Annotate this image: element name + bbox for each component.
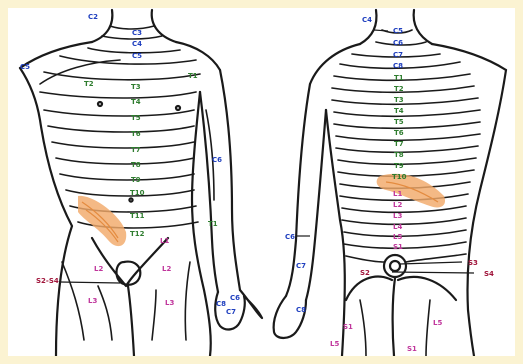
post-label-s3: S3 xyxy=(468,259,478,267)
post-label-c6-arm: C6 xyxy=(285,233,295,241)
ant-label-c3: C3 xyxy=(132,29,142,37)
ant-label-c4: C4 xyxy=(132,40,142,48)
post-label-c8: C8 xyxy=(393,62,403,70)
ant-label-c5: C5 xyxy=(132,52,142,60)
post-label-l5-left: L5 xyxy=(330,340,339,348)
sacral-ring-outer xyxy=(384,255,406,277)
posterior-arm-inner xyxy=(306,110,326,300)
post-label-l2: L2 xyxy=(393,201,402,209)
ant-label-t11: T11 xyxy=(130,212,145,220)
ant-label-t9: T9 xyxy=(131,176,141,184)
ant-label-c7-hand: C7 xyxy=(226,308,236,316)
navel xyxy=(129,198,132,201)
anterior-torso-left xyxy=(20,68,72,356)
post-label-t10: T10 xyxy=(392,173,407,181)
buttock-left xyxy=(346,277,392,300)
ant-label-t6: T6 xyxy=(131,130,141,138)
posterior-torso-left xyxy=(326,110,345,356)
anterior-shoulder-right xyxy=(176,42,220,70)
ant-label-l3-left: L3 xyxy=(88,297,97,305)
post-label-c7: C7 xyxy=(393,51,403,59)
post-label-s1-left: S1 xyxy=(343,323,353,331)
anterior-arm-outer xyxy=(220,70,240,290)
ant-label-t3: T3 xyxy=(131,83,141,91)
buttock-cleft xyxy=(393,278,395,356)
post-label-t8: T8 xyxy=(394,151,404,159)
dermatome-drawing: C2 C3 C4 C5 C5 T2 T1 T3 T4 T5 T6 T7 T8 T… xyxy=(8,8,515,356)
post-label-c7-arm: C7 xyxy=(296,262,306,270)
ant-label-t1-forearm: T1 xyxy=(208,220,218,228)
post-label-t6: T6 xyxy=(394,129,404,137)
anterior-leg-divide xyxy=(128,286,134,356)
ant-label-c8-hand: C8 xyxy=(216,300,226,308)
ant-label-s2-s4: S2-S4 xyxy=(36,277,59,285)
ant-label-c5-arm: C5 xyxy=(20,63,30,71)
ant-label-c2: C2 xyxy=(88,13,98,21)
sacral-ring-inner xyxy=(390,261,400,271)
posterior-dermatome-bands xyxy=(296,30,480,356)
nipple-left xyxy=(98,102,102,106)
post-label-c8-hand: C8 xyxy=(296,306,306,314)
ant-label-t7: T7 xyxy=(131,146,141,154)
ant-label-t2: T2 xyxy=(84,80,94,88)
ant-label-t1-arm: T1 xyxy=(188,72,198,80)
posterior-pain-region xyxy=(377,174,445,208)
post-label-l3: L3 xyxy=(393,212,402,220)
ant-label-l2-right: L2 xyxy=(162,265,171,273)
post-label-s1-spine: S1 xyxy=(393,243,403,251)
ant-label-t5: T5 xyxy=(131,114,141,122)
ant-label-l3-right: L3 xyxy=(165,299,174,307)
post-label-l5: L5 xyxy=(393,233,402,241)
anterior-arm-inner xyxy=(200,92,218,292)
ant-label-t8: T8 xyxy=(131,161,141,169)
post-label-l5-right: L5 xyxy=(433,319,442,327)
post-label-s4: S4 xyxy=(484,270,494,278)
post-label-t7: T7 xyxy=(394,140,404,148)
post-label-l1: L1 xyxy=(393,190,402,198)
post-label-c6: C6 xyxy=(393,39,403,47)
ant-label-c6-arm: C6 xyxy=(212,156,222,164)
ant-label-t12: T12 xyxy=(130,230,145,238)
post-label-c5: C5 xyxy=(393,27,403,35)
ant-label-l2-left: L2 xyxy=(94,265,103,273)
ant-label-l1: L1 xyxy=(160,237,169,245)
post-label-s2: S2 xyxy=(360,269,370,277)
post-label-t2: T2 xyxy=(394,85,404,93)
post-label-t1: T1 xyxy=(394,74,404,82)
post-label-s1-right: S1 xyxy=(407,345,417,353)
posterior-shoulder-right xyxy=(432,44,506,70)
posterior-hand xyxy=(274,296,306,338)
ant-label-t4: T4 xyxy=(131,98,141,106)
posterior-neck-right xyxy=(414,10,432,44)
dermatome-diagram: C2 C3 C4 C5 C5 T2 T1 T3 T4 T5 T6 T7 T8 T… xyxy=(8,8,515,356)
nipple-right xyxy=(176,106,180,110)
post-label-l4: L4 xyxy=(393,223,402,231)
ant-label-t10: T10 xyxy=(130,189,145,197)
buttock-right xyxy=(398,277,456,300)
ant-label-c6-hand: C6 xyxy=(230,294,240,302)
post-label-t3: T3 xyxy=(394,96,404,104)
post-label-t5: T5 xyxy=(394,118,404,126)
anterior-pain-region xyxy=(78,196,126,246)
post-label-c4: C4 xyxy=(362,16,372,24)
post-label-t4: T4 xyxy=(394,107,404,115)
posterior-torso-right xyxy=(468,70,507,356)
anterior-shoulder-left xyxy=(20,42,92,68)
post-label-t9: T9 xyxy=(394,162,404,170)
